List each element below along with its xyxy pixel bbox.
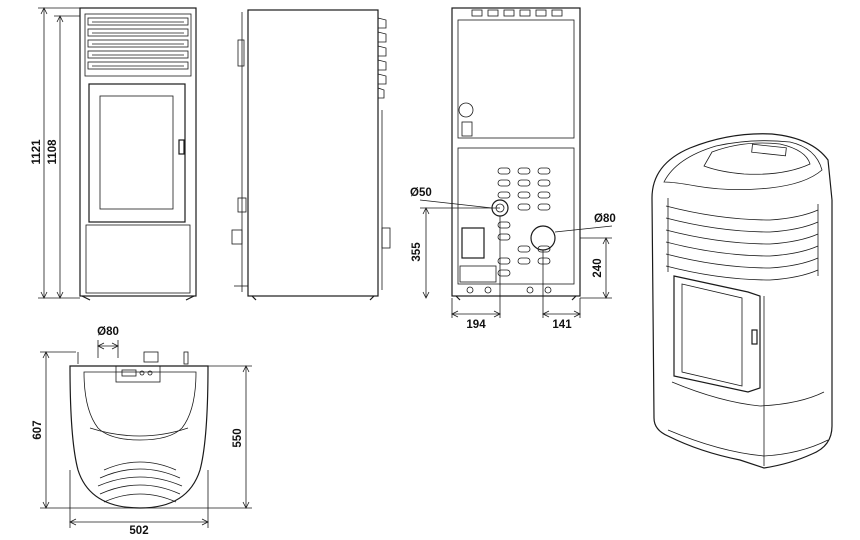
front-bottom-panel: [85, 224, 191, 294]
top-control-panel: [115, 365, 161, 383]
dim-phi50: Ø50: [410, 187, 432, 199]
dim-1108: 1108: [47, 139, 59, 165]
rear-motor: [461, 227, 485, 259]
iso-door: [673, 275, 761, 393]
front-glass: [99, 95, 174, 210]
rear-dimensions: Ø50 Ø80 355 194 240 141: [410, 187, 616, 331]
rear-view: [451, 7, 581, 301]
top-view: [69, 351, 209, 509]
front-height-dimensions: 1121 1108: [31, 7, 80, 299]
dim-240: 240: [592, 258, 604, 277]
top-grille: [97, 461, 183, 503]
rear-vent-slots: [497, 167, 551, 277]
rear-switch: [461, 121, 473, 137]
rear-round-port: [458, 102, 474, 118]
dim-355: 355: [411, 242, 423, 262]
isometric-view: [651, 133, 833, 469]
dim-phi80-top: Ø80: [97, 326, 119, 338]
iso-glass: [681, 283, 743, 387]
side-view: [231, 9, 391, 301]
front-view: [79, 7, 197, 301]
iso-grille: [665, 198, 819, 281]
rear-top-vents: [471, 9, 563, 17]
side-fins: [377, 17, 391, 290]
top-dimensions: Ø80 607 550 502: [32, 326, 252, 537]
iso-door-handle: [751, 329, 758, 345]
dim-502: 502: [129, 525, 148, 537]
top-flue-outlet: [143, 351, 159, 363]
door-handle: [178, 139, 185, 155]
dim-607: 607: [32, 420, 44, 439]
dim-141: 141: [552, 319, 572, 331]
front-grille: [87, 17, 189, 70]
dim-194: 194: [466, 319, 486, 331]
front-door: [88, 83, 186, 223]
dim-phi80-rear: Ø80: [594, 213, 616, 225]
dim-1121: 1121: [31, 139, 43, 165]
dim-550: 550: [232, 428, 244, 447]
